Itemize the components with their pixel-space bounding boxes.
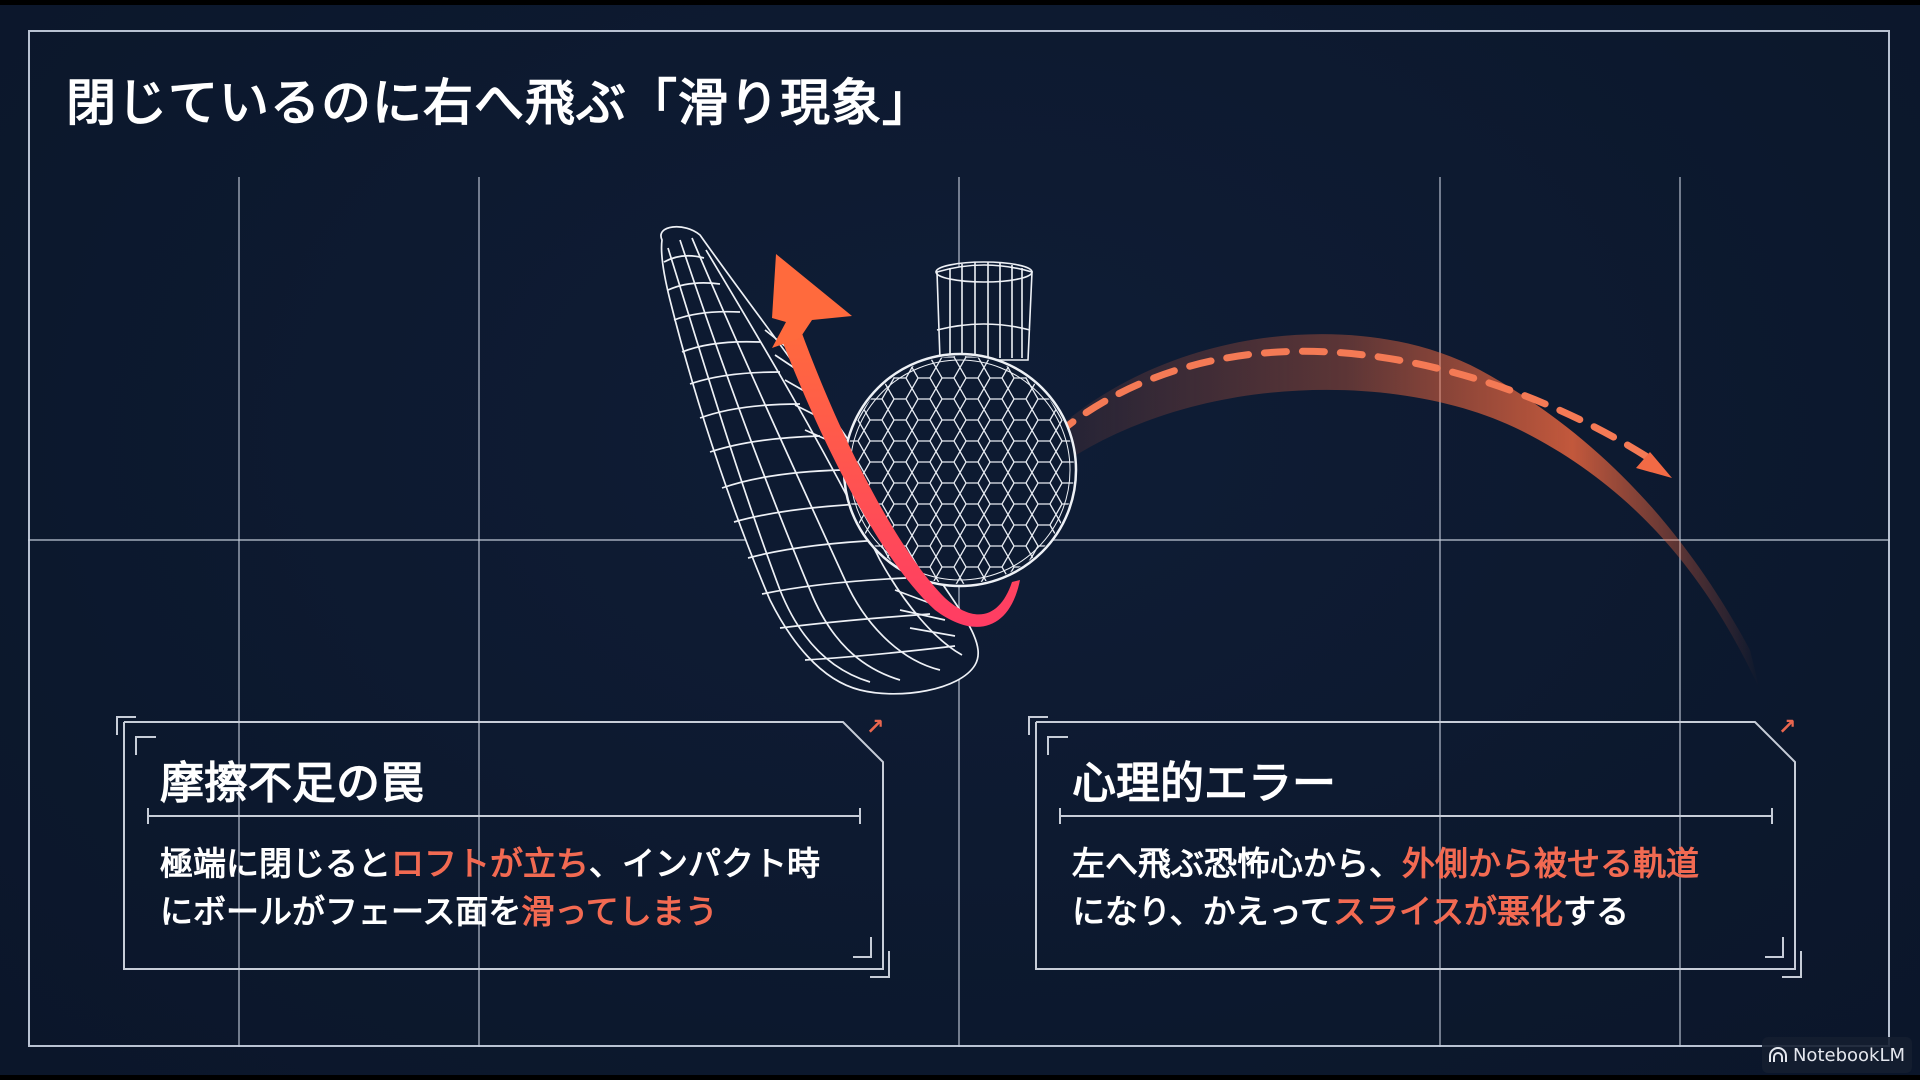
- card-divider: [147, 808, 861, 824]
- card-body: 極端に閉じるとロフトが立ち、インパクト時 にボールがフェース面を滑ってしまう: [160, 840, 820, 936]
- card-body-line-1: 極端に閉じるとロフトが立ち、インパクト時: [160, 844, 820, 883]
- card-frame: [1028, 716, 1802, 978]
- notebooklm-logo-icon: [1768, 1047, 1787, 1062]
- card-body-line-1: 左へ飛ぶ恐怖心から、外側から被せる軌道: [1072, 844, 1699, 883]
- grid-line-v3: [958, 177, 960, 1047]
- card-body-line-2: になり、かえってスライスが悪化する: [1072, 892, 1630, 931]
- card-divider: [1059, 808, 1773, 824]
- arrow-up-right-icon: ↗: [866, 715, 885, 740]
- card-frame: [116, 716, 890, 978]
- grid-line-h1: [28, 539, 1890, 541]
- highlight-text: ロフトが立ち: [391, 844, 589, 883]
- grid-line-v1: [238, 177, 240, 1047]
- highlight-text: 滑ってしまう: [521, 892, 718, 931]
- card-body-line-2: にボールがフェース面を滑ってしまう: [160, 892, 718, 931]
- card-friction-trap: ↗ 摩擦不足の罠 極端に閉じるとロフトが立ち、インパクト時 にボールがフェース面…: [116, 715, 896, 978]
- slide-title: 閉じているのに右へ飛ぶ「滑り現象」: [66, 74, 933, 132]
- card-psychological-error: ↗ 心理的エラー 左へ飛ぶ恐怖心から、外側から被せる軌道 になり、かえってスライ…: [1028, 715, 1808, 978]
- card-body: 左へ飛ぶ恐怖心から、外側から被せる軌道 になり、かえってスライスが悪化する: [1072, 840, 1699, 936]
- highlight-text: スライスが悪化: [1333, 892, 1564, 931]
- card-title: 摩擦不足の罠: [160, 758, 424, 809]
- grid-line-v2: [478, 177, 480, 1047]
- notebooklm-badge: NotebookLM: [1762, 1037, 1912, 1073]
- arrow-up-right-icon: ↗: [1778, 715, 1797, 740]
- card-title: 心理的エラー: [1072, 758, 1336, 809]
- badge-label: NotebookLM: [1792, 1044, 1906, 1066]
- highlight-text: 外側から被せる軌道: [1402, 844, 1699, 883]
